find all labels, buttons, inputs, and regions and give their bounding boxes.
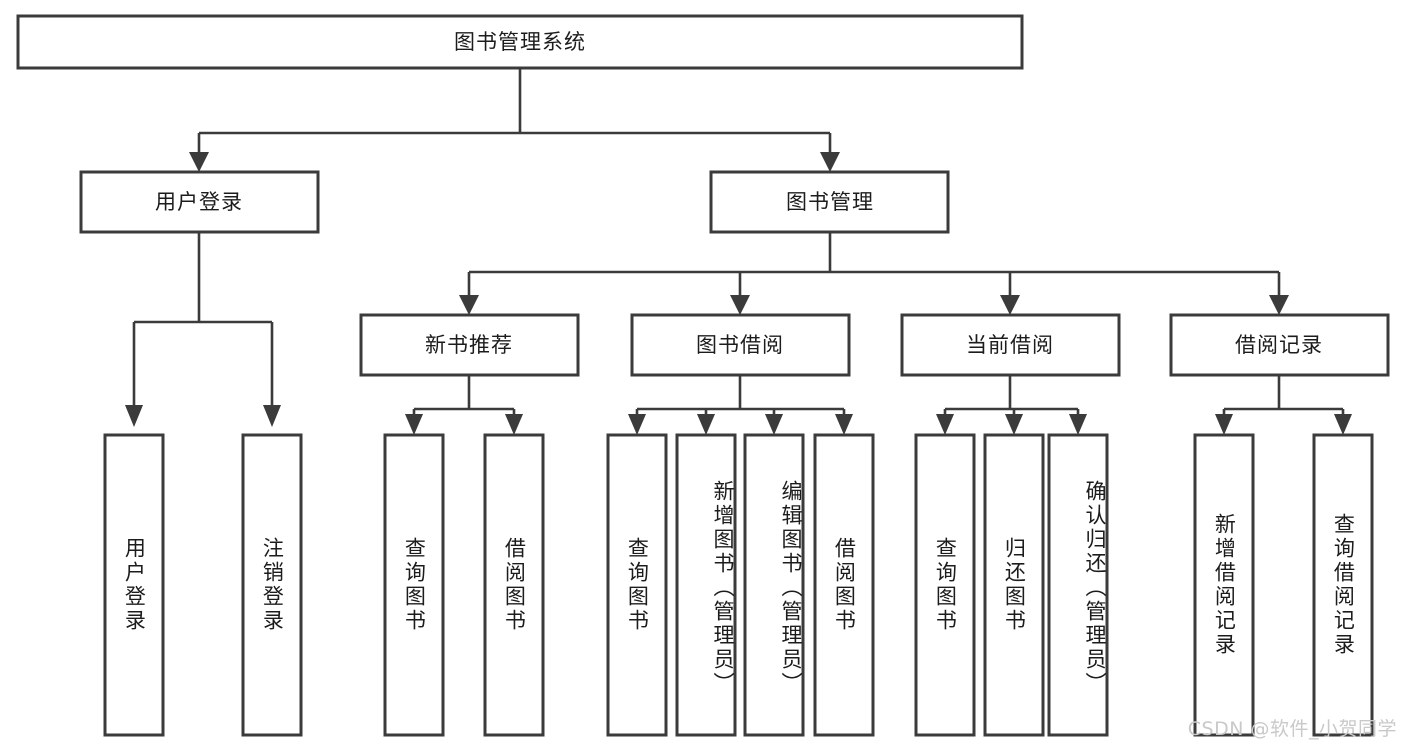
leaf-box-rec-borrow[interactable] (483, 433, 545, 737)
leaf-box-cb-return[interactable] (983, 433, 1045, 737)
node-book-management[interactable]: 图书管理 (709, 170, 950, 234)
node-book-management-label: 图书管理 (786, 190, 874, 214)
node-current-borrow[interactable]: 当前借阅 (900, 313, 1121, 377)
leaf-box-br-add[interactable] (1193, 433, 1255, 737)
leaf-box-cb-confirm[interactable] (1047, 433, 1109, 737)
node-borrow-record[interactable]: 借阅记录 (1169, 313, 1390, 377)
leaf-box-bb-query[interactable] (606, 433, 668, 737)
leaf-box-cb-query[interactable] (914, 433, 976, 737)
node-new-book-recommend[interactable]: 新书推荐 (359, 313, 580, 377)
node-user-login[interactable]: 用户登录 (79, 170, 320, 234)
leaf-box-br-query[interactable] (1312, 433, 1374, 737)
leaf-node-boxes (103, 433, 1374, 737)
node-new-book-recommend-label: 新书推荐 (425, 333, 513, 357)
edge-bookborrow-to-leaves (628, 375, 853, 435)
edge-currentborrow-to-leaves (936, 375, 1087, 435)
leaf-box-bb-borrow[interactable] (813, 433, 875, 737)
node-user-login-label: 用户登录 (155, 190, 243, 214)
leaf-box-bb-add[interactable] (675, 433, 737, 737)
node-book-borrow-label: 图书借阅 (696, 333, 784, 357)
leaf-box-rec-query[interactable] (383, 433, 445, 737)
leaf-box-user-login[interactable] (103, 433, 165, 737)
node-root[interactable]: 图书管理系统 (16, 14, 1024, 70)
edge-bookmgmt-to-level3 (459, 232, 1289, 315)
node-borrow-record-label: 借阅记录 (1235, 333, 1323, 357)
node-current-borrow-label: 当前借阅 (966, 333, 1054, 357)
edge-borrowrecord-to-leaves (1215, 375, 1352, 435)
edge-root-to-level2 (189, 68, 840, 172)
csdn-watermark: CSDN @软件_小贺同学 (1187, 718, 1397, 740)
node-book-borrow[interactable]: 图书借阅 (630, 313, 851, 377)
leaf-box-user-logout[interactable] (241, 433, 303, 737)
edge-userlogin-to-leaves (125, 232, 281, 427)
leaf-box-bb-edit[interactable] (743, 433, 805, 737)
node-root-label: 图书管理系统 (454, 30, 586, 54)
edge-newbook-to-leaves (405, 375, 523, 435)
